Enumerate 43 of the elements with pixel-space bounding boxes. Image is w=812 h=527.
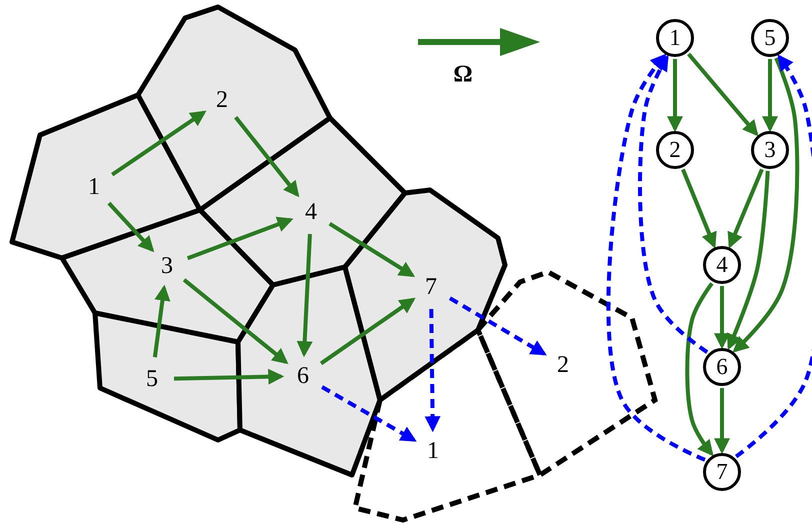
arrow (762, 59, 778, 132)
arrow (714, 286, 730, 350)
arrow (296, 234, 313, 358)
graph-node: 3 (751, 131, 789, 169)
arrow (234, 116, 300, 198)
arrow (667, 59, 683, 132)
arrow (687, 52, 758, 136)
arrow (685, 282, 714, 456)
arrow (320, 298, 416, 366)
cell-number: 1 (88, 175, 100, 199)
graph-node: 5 (751, 19, 789, 57)
graph-node: 6 (703, 348, 741, 386)
cell-number: 5 (146, 367, 158, 391)
cell-number: 2 (216, 88, 228, 112)
arrow (424, 308, 441, 432)
arrow (448, 296, 547, 356)
arrow (182, 278, 288, 364)
cell-number: 3 (161, 254, 173, 278)
arrow (734, 54, 812, 458)
arrow (732, 57, 800, 353)
mapping-label: Ω (453, 62, 473, 88)
graph-node: 2 (656, 131, 694, 169)
arrow (726, 170, 770, 350)
cell-number: 6 (297, 364, 309, 388)
arrow (681, 168, 717, 249)
arrow (728, 168, 764, 249)
arrow (328, 222, 416, 278)
graph-node: 7 (703, 453, 741, 491)
arrow (152, 284, 170, 358)
arrow (174, 368, 284, 385)
arrow (714, 388, 730, 454)
arrow (186, 216, 294, 260)
cell-number: 7 (425, 275, 437, 299)
arrow (321, 385, 417, 442)
graph-node: 1 (656, 19, 694, 57)
arrow (638, 54, 708, 354)
cell-number: 1 (427, 439, 439, 463)
cell-number: 2 (557, 353, 569, 377)
arrow (606, 54, 706, 462)
arrow (111, 110, 206, 176)
cell-number: 4 (305, 200, 317, 224)
graph-node: 4 (703, 246, 741, 284)
arrow (107, 202, 154, 252)
